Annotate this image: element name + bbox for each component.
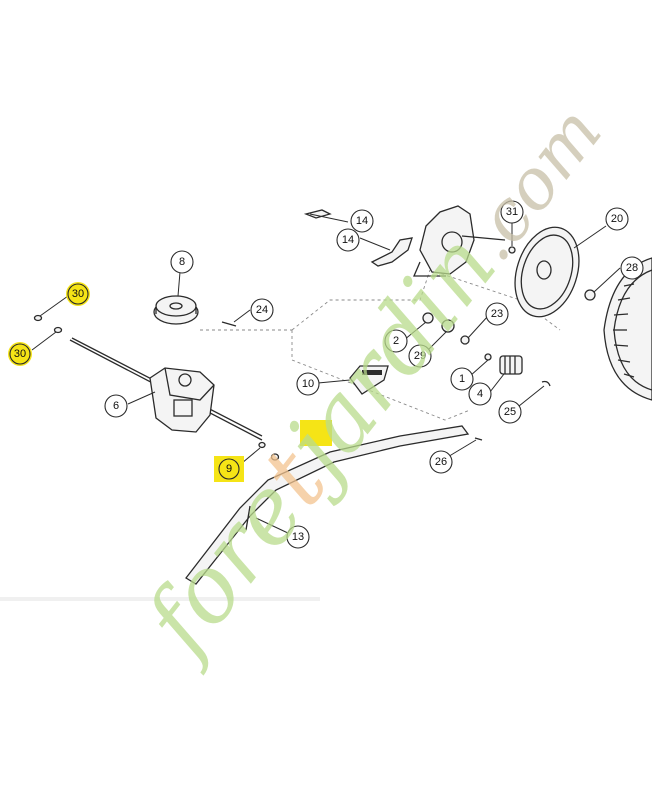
pinion-gear-part-4	[499, 355, 523, 375]
assembly-guide-lines	[200, 269, 561, 421]
wheel	[603, 257, 652, 401]
callout-29[interactable]: 29	[408, 344, 432, 368]
svg-text:30: 30	[14, 348, 26, 360]
page-divider	[0, 597, 320, 601]
svg-text:1: 1	[459, 373, 465, 385]
svg-text:30: 30	[72, 288, 84, 300]
small-parts	[33, 246, 596, 461]
callout-1[interactable]: 1	[450, 367, 474, 391]
callout-4[interactable]: 4	[468, 382, 492, 406]
axle-gearbox-part-6	[69, 337, 263, 441]
callout-23[interactable]: 23	[485, 302, 509, 326]
callout-25[interactable]: 25	[498, 400, 522, 424]
callout-20[interactable]: 20	[605, 207, 629, 231]
callout-28[interactable]: 28	[620, 256, 644, 280]
callout-24[interactable]: 24	[250, 298, 274, 322]
callout-2[interactable]: 2	[384, 329, 408, 353]
lever-part-14	[303, 209, 413, 267]
svg-text:10: 10	[302, 378, 314, 390]
hub-disc-part-20	[514, 226, 580, 318]
callout-8[interactable]: 8	[170, 250, 194, 274]
svg-text:24: 24	[256, 304, 268, 316]
svg-text:28: 28	[626, 262, 638, 274]
svg-text:31: 31	[506, 206, 518, 218]
svg-text:25: 25	[504, 406, 516, 418]
handle-bar-part-13	[185, 425, 470, 585]
pulley-part-8	[153, 295, 199, 325]
svg-text:26: 26	[435, 456, 447, 468]
callout-6[interactable]: 6	[104, 394, 128, 418]
callout-14-lower[interactable]: 14	[336, 228, 360, 252]
bracket-part-10	[349, 365, 389, 395]
callout-31[interactable]: 31	[500, 200, 524, 224]
svg-text:9: 9	[226, 463, 232, 475]
callout-26[interactable]: 26	[429, 450, 453, 474]
callout-14-upper[interactable]: 14	[350, 209, 374, 233]
callout-9[interactable]: 9	[214, 456, 244, 482]
height-adjuster-mechanism	[413, 205, 506, 277]
svg-text:2: 2	[393, 335, 399, 347]
highlight-box-empty	[300, 420, 332, 446]
svg-text:4: 4	[477, 388, 483, 400]
leader-lines	[31, 213, 621, 535]
svg-text:14: 14	[342, 234, 354, 246]
callout-30-top[interactable]: 30	[66, 282, 90, 306]
callout-10[interactable]: 10	[296, 372, 320, 396]
callout-30-left[interactable]: 30	[8, 342, 32, 366]
svg-text:14: 14	[356, 215, 368, 227]
svg-text:23: 23	[491, 308, 503, 320]
svg-text:6: 6	[113, 400, 119, 412]
callout-13[interactable]: 13	[286, 525, 310, 549]
svg-text:13: 13	[292, 531, 304, 543]
svg-text:20: 20	[611, 213, 623, 225]
svg-text:29: 29	[414, 350, 426, 362]
svg-text:8: 8	[179, 256, 185, 268]
